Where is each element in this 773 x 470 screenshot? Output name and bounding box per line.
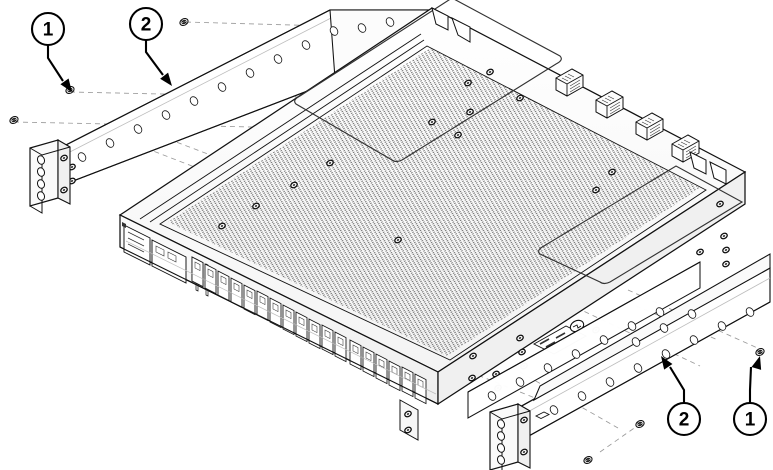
- leader-arrowhead: [160, 72, 172, 86]
- leader-line: [748, 366, 753, 403]
- leader-arrowhead: [60, 78, 72, 92]
- leader-line: [669, 366, 686, 403]
- lower-rack-ear: [489, 403, 551, 470]
- callout-layer: 1 2 2 1: [30, 6, 768, 437]
- callout-number: 1: [43, 20, 54, 41]
- leader-arrowhead: [661, 356, 673, 370]
- callout-balloon: [128, 6, 164, 42]
- leader-line: [144, 40, 164, 76]
- callout-2-2: 2: [661, 356, 702, 437]
- ethernet-port-array: [191, 256, 427, 405]
- top-access-panel-secondary: [538, 165, 744, 285]
- rack-ear-slots: [496, 419, 506, 465]
- lower-rack-bracket: [499, 253, 771, 453]
- leader-arrowhead: [751, 356, 762, 370]
- leader-line: [46, 45, 64, 82]
- callout-balloon: [666, 401, 702, 437]
- callout-2-1: 2: [128, 6, 172, 86]
- console-and-leds: [122, 222, 187, 284]
- callout-balloon: [30, 11, 66, 47]
- callout-number: 2: [141, 15, 152, 36]
- rack-ear-slots: [36, 155, 46, 201]
- callout-balloon: [732, 401, 768, 437]
- switch-chassis: [118, 0, 747, 441]
- top-access-panel: [294, 0, 562, 163]
- callout-number: 1: [745, 410, 756, 431]
- lower-inner-rail: [467, 261, 701, 419]
- upper-rack-ear: [29, 139, 71, 214]
- callout-1-3: 1: [732, 356, 768, 437]
- callout-number: 2: [679, 410, 690, 431]
- callout-1-0: 1: [30, 11, 72, 92]
